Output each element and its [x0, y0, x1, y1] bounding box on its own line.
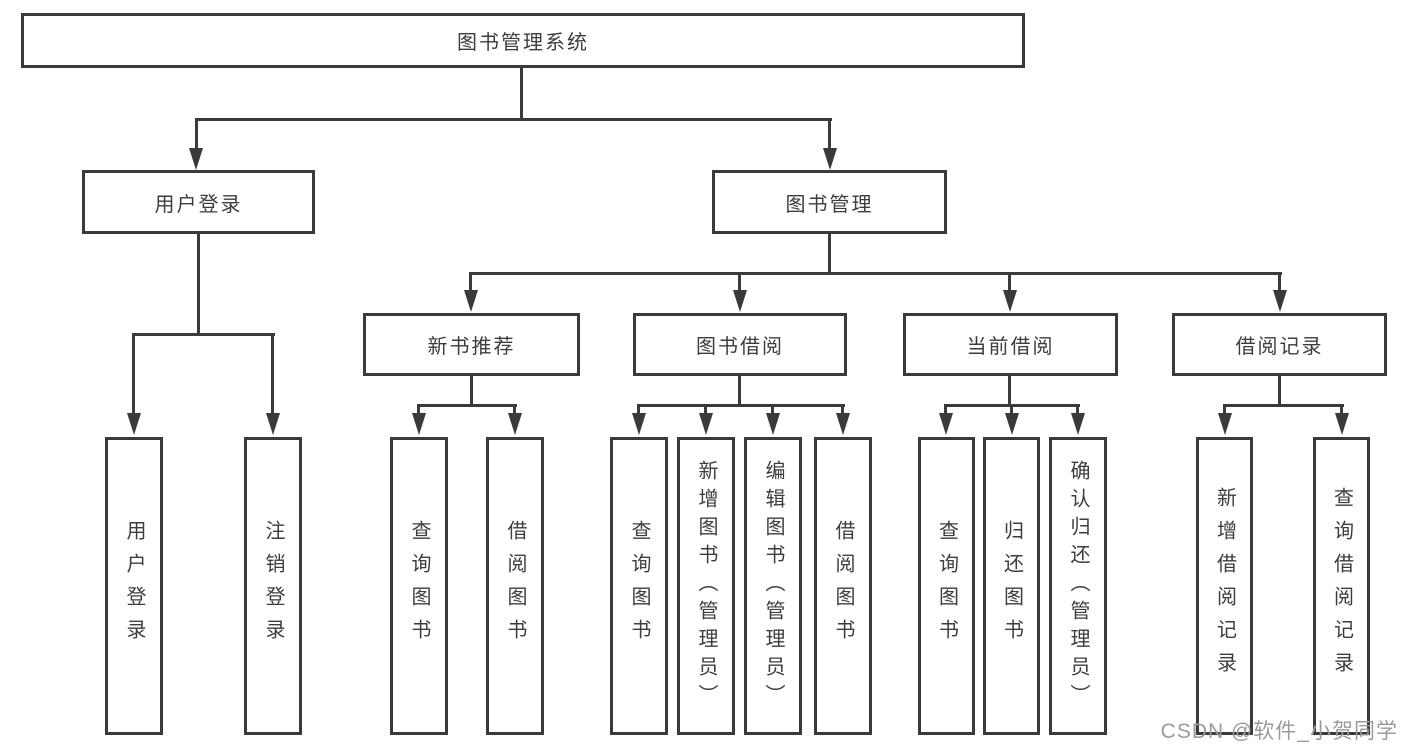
arrowhead-d2	[1335, 413, 1349, 435]
leaf-user-login: 用户登录	[105, 437, 163, 735]
arrowhead-user-login	[189, 148, 203, 170]
connector-newbook-stem	[470, 376, 473, 406]
leaf-query-books-current: 查询图书	[918, 437, 975, 735]
connector-bookmgmt-drop-4	[1278, 272, 1281, 292]
leaf-edit-books-admin-label: 编辑图书（管理员）	[762, 460, 784, 712]
node-book-borrow-label: 图书借阅	[696, 336, 784, 358]
connector-userlogin-cross	[132, 333, 275, 336]
leaf-query-books-recommend-label: 查询图书	[408, 520, 430, 652]
arrowhead-login-leaf	[127, 413, 141, 435]
connector-userlogin-drop-1	[132, 333, 135, 415]
connector-newbook-drop-1	[417, 404, 420, 415]
leaf-return-books-label: 归还图书	[1000, 520, 1023, 652]
arrowhead-c1	[939, 413, 953, 435]
connector-bookmgmt-drop-2	[738, 272, 741, 292]
arrowhead-current-borrow	[1003, 290, 1017, 312]
leaf-return-books: 归还图书	[983, 437, 1040, 735]
connector-bookborrow-cross	[637, 404, 845, 407]
leaf-query-books-recommend: 查询图书	[390, 437, 448, 735]
connector-userlogin-stem	[197, 234, 200, 335]
connector-root-drop-left	[195, 118, 198, 150]
arrowhead-borrow-records	[1273, 290, 1287, 312]
connector-records-drop-1	[1223, 404, 1226, 415]
leaf-query-borrow-record-label: 查询借阅记录	[1330, 487, 1353, 685]
node-root: 图书管理系统	[21, 13, 1025, 68]
connector-root-drop-right	[828, 118, 831, 150]
connector-bookborrow-drop-1	[637, 404, 640, 415]
leaf-add-borrow-record: 新增借阅记录	[1196, 437, 1253, 735]
arrowhead-a1	[412, 413, 426, 435]
connector-newbook-drop-2	[513, 404, 516, 415]
arrowhead-b2	[699, 413, 713, 435]
leaf-confirm-return-admin: 确认归还（管理员）	[1049, 437, 1107, 735]
arrowhead-logout-leaf	[266, 413, 280, 435]
node-user-login-label: 用户登录	[154, 193, 243, 216]
arrowhead-book-borrow	[733, 290, 747, 312]
node-current-borrow: 当前借阅	[903, 313, 1118, 376]
connector-currentborrow-drop-2	[1010, 404, 1013, 415]
node-borrow-records-label: 借阅记录	[1235, 336, 1324, 358]
arrowhead-b3	[766, 413, 780, 435]
arrowhead-book-management	[823, 148, 837, 170]
node-current-borrow-label: 当前借阅	[966, 336, 1055, 358]
connector-records-cross	[1223, 404, 1344, 407]
leaf-borrow-books-recommend-label: 借阅图书	[504, 520, 526, 652]
arrowhead-a2	[508, 413, 522, 435]
arrowhead-c2	[1005, 413, 1019, 435]
node-new-book-recommend-label: 新书推荐	[427, 336, 516, 358]
connector-currentborrow-drop-1	[944, 404, 947, 415]
arrowhead-d1	[1218, 413, 1232, 435]
arrowhead-b1	[632, 413, 646, 435]
connector-bookmgmt-drop-3	[1008, 272, 1011, 292]
leaf-logout-label: 注销登录	[262, 520, 284, 652]
connector-currentborrow-drop-3	[1076, 404, 1079, 415]
connector-records-drop-2	[1340, 404, 1343, 415]
leaf-logout: 注销登录	[244, 437, 302, 735]
leaf-query-books-current-label: 查询图书	[935, 520, 958, 652]
arrowhead-c3	[1071, 413, 1085, 435]
node-root-label: 图书管理系统	[457, 32, 589, 54]
leaf-query-books-borrow-label: 查询图书	[628, 520, 650, 652]
leaf-add-books-admin-label: 新增图书（管理员）	[695, 460, 717, 712]
leaf-add-borrow-record-label: 新增借阅记录	[1213, 487, 1236, 685]
connector-bookmgmt-drop-1	[469, 272, 472, 292]
node-new-book-recommend: 新书推荐	[363, 313, 580, 376]
node-borrow-records: 借阅记录	[1172, 313, 1387, 376]
node-book-borrow: 图书借阅	[633, 313, 847, 376]
leaf-query-books-borrow: 查询图书	[610, 437, 668, 735]
connector-bookborrow-stem	[738, 376, 741, 406]
connector-root-stem	[520, 68, 523, 120]
leaf-query-borrow-record: 查询借阅记录	[1313, 437, 1370, 735]
connector-currentborrow-stem	[1008, 376, 1011, 406]
connector-bookborrow-drop-4	[841, 404, 844, 415]
connector-records-stem	[1278, 376, 1281, 406]
node-book-management: 图书管理	[712, 170, 947, 234]
connector-bookborrow-drop-2	[704, 404, 707, 415]
csdn-watermark: CSDN @软件_小贺同学	[1160, 720, 1398, 743]
leaf-confirm-return-admin-label: 确认归还（管理员）	[1067, 460, 1089, 712]
leaf-borrow-books-recommend: 借阅图书	[486, 437, 544, 735]
connector-userlogin-drop-2	[271, 333, 274, 415]
connector-newbook-cross	[417, 404, 517, 407]
connector-bookmgmt-stem	[828, 234, 831, 274]
leaf-user-login-label: 用户登录	[123, 520, 145, 652]
node-book-management-label: 图书管理	[785, 193, 874, 216]
leaf-borrow-books-label: 借阅图书	[832, 520, 854, 652]
connector-root-cross	[195, 118, 832, 121]
leaf-edit-books-admin: 编辑图书（管理员）	[744, 437, 802, 735]
arrowhead-new-book	[464, 290, 478, 312]
leaf-borrow-books: 借阅图书	[814, 437, 872, 735]
connector-bookmgmt-cross	[469, 272, 1282, 275]
leaf-add-books-admin: 新增图书（管理员）	[677, 437, 735, 735]
connector-bookborrow-drop-3	[771, 404, 774, 415]
arrowhead-b4	[836, 413, 850, 435]
node-user-login: 用户登录	[82, 170, 315, 234]
